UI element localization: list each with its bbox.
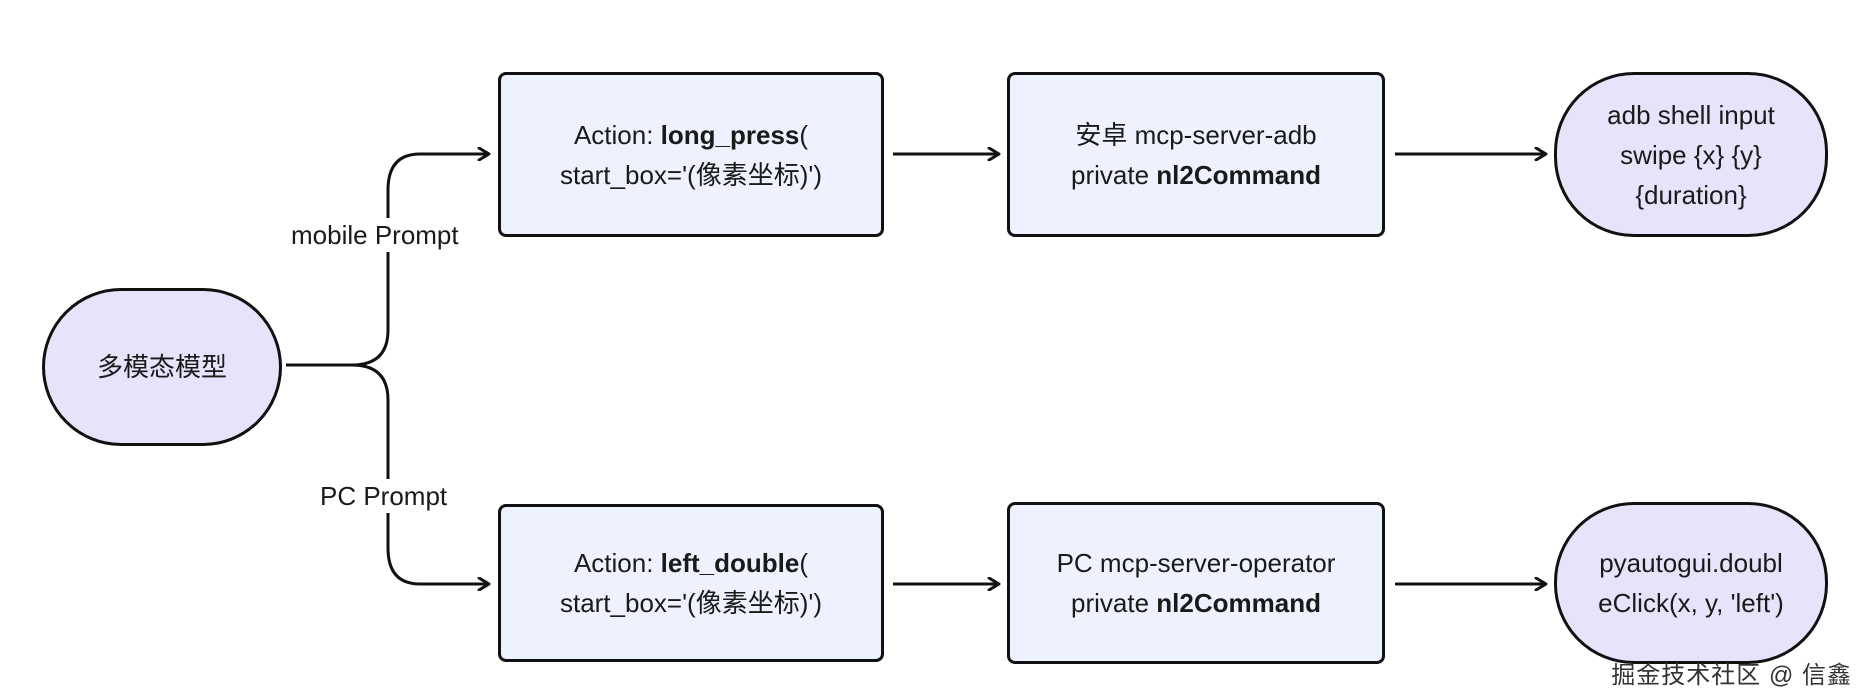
node-adb-command: adb shell input swipe {x} {y} {duration}	[1554, 72, 1828, 237]
method-name: nl2Command	[1156, 159, 1321, 190]
node-pc-mcp-server: PC mcp-server-operator private nl2Comman…	[1007, 502, 1385, 664]
node-label: private	[1071, 159, 1157, 190]
watermark: 掘金技术社区 @ 信鑫	[1611, 662, 1852, 689]
node-label: Action:	[573, 548, 661, 578]
action-name: long_press	[660, 119, 800, 150]
node-label: Action:	[573, 119, 661, 150]
node-label: pyautogui.doubl	[1599, 548, 1783, 578]
edge-label-mobile-prompt: mobile Prompt	[287, 218, 463, 252]
action-name: left_double	[660, 548, 800, 578]
node-label: eClick(x, y, 'left')	[1598, 588, 1784, 618]
node-multimodal-model: 多模态模型	[42, 288, 282, 446]
connector-model-to-split	[286, 154, 488, 367]
node-label: start_box='(像素坐标)')	[559, 159, 823, 190]
node-label: adb shell input	[1607, 99, 1775, 130]
node-label: swipe {x} {y}	[1620, 139, 1762, 170]
connector-split-to-pc	[351, 363, 488, 584]
node-label: 安卓 mcp-server-adb	[1075, 119, 1317, 150]
node-pyautogui-command: pyautogui.doubl eClick(x, y, 'left')	[1554, 502, 1828, 664]
node-label: (	[799, 548, 809, 578]
node-label: private	[1071, 588, 1157, 618]
node-pc-action: Action: left_double( start_box='(像素坐标)')	[498, 504, 884, 662]
node-label: (	[799, 119, 809, 150]
node-android-mcp-server: 安卓 mcp-server-adb private nl2Command	[1007, 72, 1385, 237]
node-mobile-action: Action: long_press( start_box='(像素坐标)')	[498, 72, 884, 237]
edge-label-pc-prompt: PC Prompt	[316, 479, 452, 513]
node-label: start_box='(像素坐标)')	[559, 588, 823, 618]
method-name: nl2Command	[1156, 588, 1321, 618]
node-label: {duration}	[1635, 179, 1747, 210]
node-label: PC mcp-server-operator	[1056, 548, 1336, 578]
node-label: 多模态模型	[96, 352, 227, 382]
